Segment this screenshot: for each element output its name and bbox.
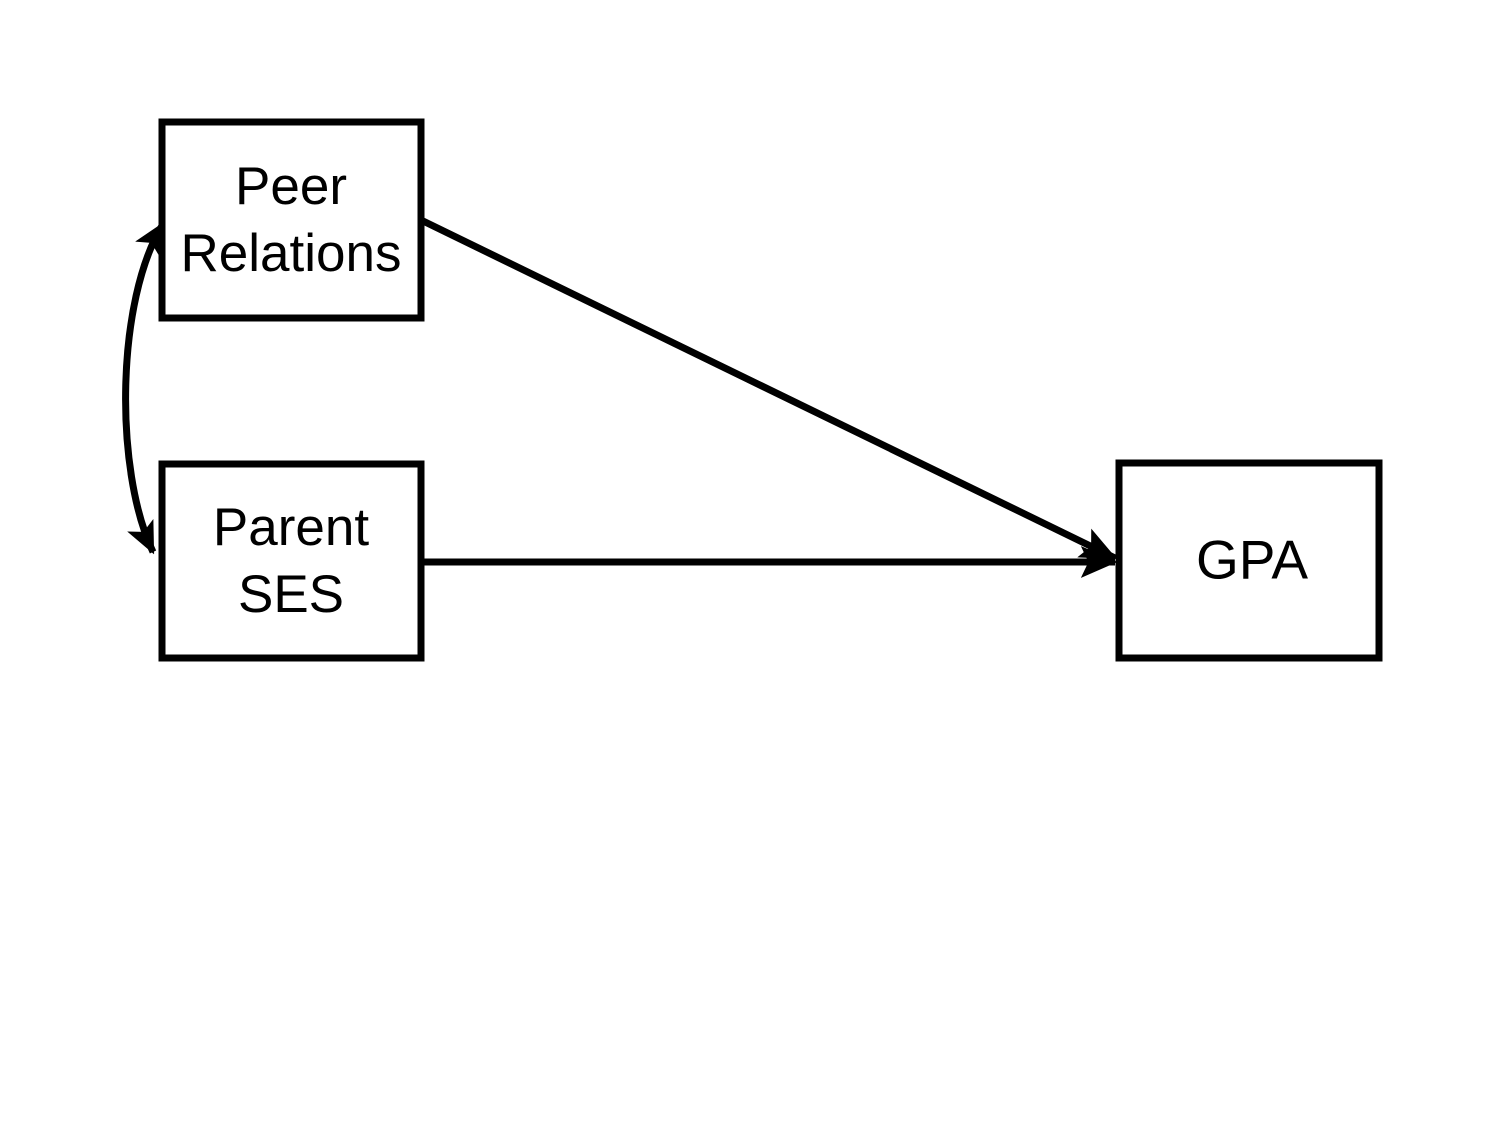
node-parent-ses-label-line2: SES xyxy=(238,565,344,624)
node-parent-ses-rect[interactable] xyxy=(158,460,425,662)
node-peer-relations-label-line1: Peer xyxy=(235,157,347,216)
node-gpa[interactable]: GPA xyxy=(1115,459,1383,662)
node-parent-ses-label-line1: Parent xyxy=(213,498,369,557)
node-gpa-rect[interactable] xyxy=(1115,459,1383,662)
node-parent-ses[interactable]: Parent SES xyxy=(158,460,425,662)
node-peer-relations-rect[interactable] xyxy=(158,118,425,322)
edge-peer-ses-covariance xyxy=(122,221,166,555)
node-peer-relations-label-line2: Relations xyxy=(181,224,402,283)
edge-peer-relations-to-gpa xyxy=(419,216,1117,562)
node-gpa-label: GPA xyxy=(1196,529,1308,591)
node-peer-relations[interactable]: Peer Relations xyxy=(158,118,425,322)
